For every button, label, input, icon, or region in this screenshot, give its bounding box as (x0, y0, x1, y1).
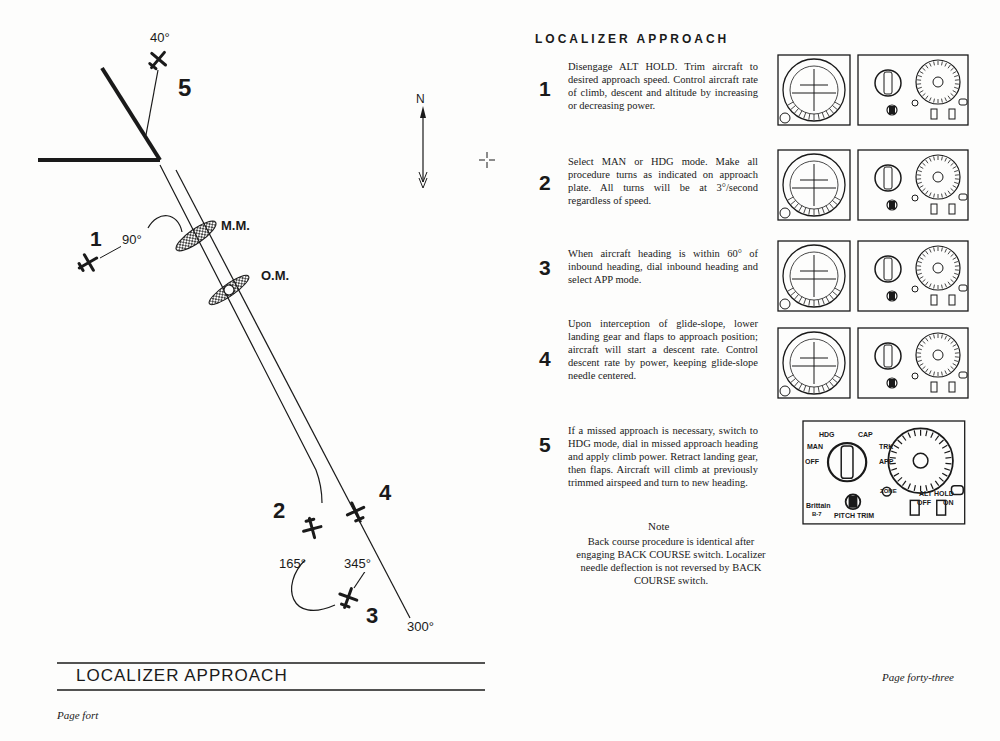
autopilot-panel (803, 421, 965, 524)
heading-label: 40° (150, 30, 170, 46)
callout-number: 2 (273, 498, 285, 524)
note-text: Back course procedure is identical after… (576, 535, 766, 587)
heading-label: 345° (343, 556, 372, 572)
outer-marker (206, 271, 252, 308)
aircraft-symbol (301, 516, 324, 540)
title-rule (57, 662, 485, 664)
panel-label: MAN (807, 443, 823, 451)
panel-label: OFF (805, 458, 819, 466)
callout-number: 5 (178, 74, 191, 103)
autopilot-panel (858, 150, 968, 220)
callout-number: 1 (90, 226, 102, 251)
step-number: 2 (539, 170, 551, 195)
page-heading: LOCALIZER APPROACH (535, 32, 729, 46)
marker-label: O.M. (261, 268, 289, 284)
page-number: Page fort (57, 709, 98, 722)
localizer-course (160, 165, 322, 503)
aircraft-symbol (75, 250, 101, 276)
heading-label: 90° (121, 232, 143, 248)
panel-label: ALT HOLD (919, 490, 954, 498)
step-text: When aircraft heading is within 60° of i… (568, 247, 758, 286)
north-arrow (419, 106, 427, 188)
runway-line (102, 68, 160, 160)
aircraft-symbol (336, 586, 360, 611)
step-number: 1 (539, 76, 551, 101)
compass-label: N (416, 92, 425, 106)
page-title: LOCALIZER APPROACH (76, 666, 288, 686)
attitude-indicator (778, 328, 850, 398)
panel-label: TRK (879, 443, 893, 451)
callout-number: 3 (366, 603, 378, 629)
panel-label: CAP (858, 431, 873, 439)
localizer-course (176, 170, 410, 618)
step-number: 4 (539, 346, 551, 371)
step-text: If a missed approach is necessary, switc… (568, 424, 758, 489)
attitude-indicator (778, 55, 850, 125)
autopilot-panel (858, 55, 968, 125)
aircraft-symbol (344, 499, 369, 525)
marker-label: M.M. (221, 218, 250, 234)
panel-label: APP (879, 458, 893, 466)
autopilot-panel (858, 328, 968, 398)
attitude-indicator (778, 241, 850, 311)
heading-label: 300° (406, 619, 435, 635)
panel-label: Brittain (806, 502, 831, 510)
panel-label: OFF (917, 499, 931, 507)
step-text: Select MAN or HDG mode. Make all procedu… (568, 155, 758, 207)
panel-label: ZONE (880, 488, 897, 495)
procedure-turn (354, 570, 366, 588)
runway-line (38, 158, 160, 162)
middle-marker (172, 217, 219, 256)
page-number: Page forty-three (882, 671, 954, 684)
step-text: Upon interception of glide-slope, lower … (568, 317, 758, 382)
approach-chart (38, 47, 495, 690)
heading-label: 165° (279, 556, 306, 572)
panel-label: ON (943, 499, 954, 507)
title-rule (57, 689, 485, 691)
panel-label: B-7 (812, 511, 822, 518)
attitude-indicator (778, 150, 850, 220)
missed-approach-path (146, 70, 158, 135)
autopilot-panel (858, 241, 968, 311)
note-heading: Note (648, 520, 669, 533)
callout-number: 4 (379, 480, 391, 506)
step-number: 3 (539, 255, 551, 280)
aircraft-symbol (145, 47, 172, 74)
step-number: 5 (539, 432, 551, 457)
intercept-turn (148, 216, 182, 232)
step-text: Disengage ALT HOLD. Trim aircraft to des… (568, 60, 758, 112)
register-mark (479, 152, 495, 168)
panel-label: PITCH TRIM (834, 512, 874, 520)
panel-label: HDG (819, 431, 835, 439)
